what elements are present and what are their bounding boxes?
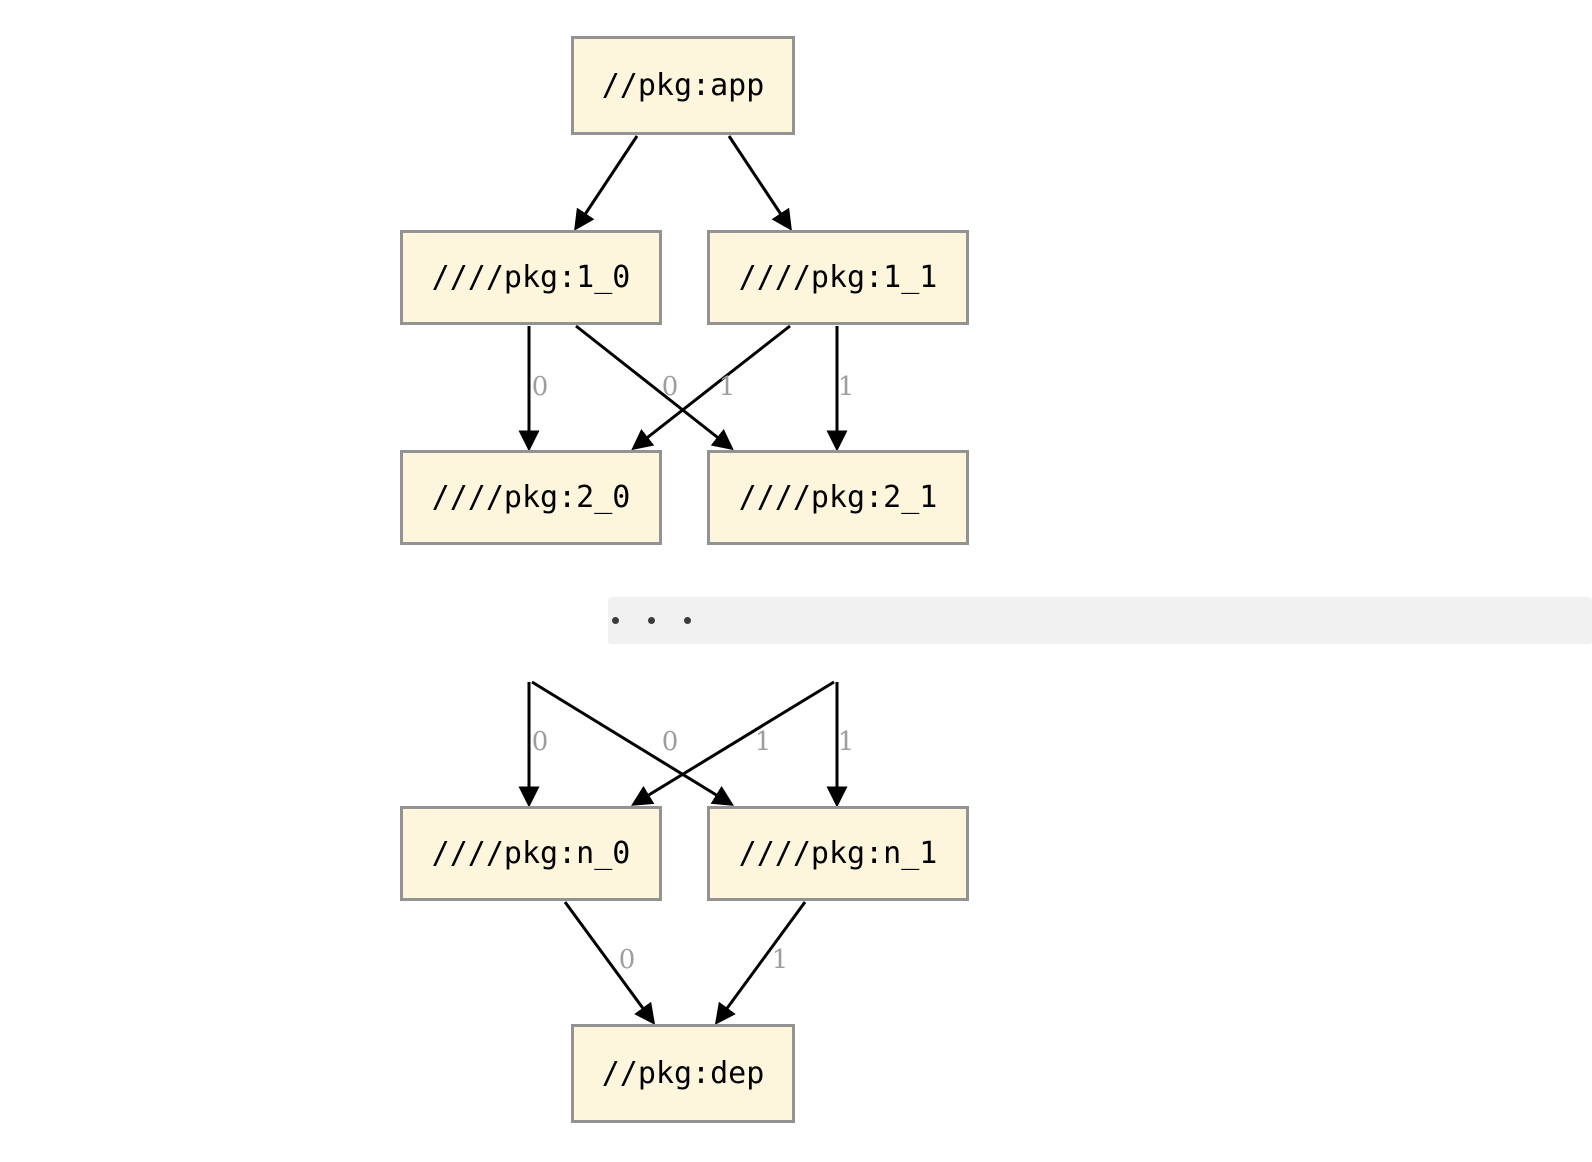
node-label: ////pkg:n_1 [738,836,938,871]
node-label: //pkg:dep [601,1056,765,1091]
edge-upstream-to-ln_0 [631,680,835,806]
node-l1_1[interactable]: ////pkg:1_1 [707,230,969,325]
edge-ln_1-to-dep [714,901,807,1025]
ellipsis-band [608,597,1592,644]
edge-label: 0 [531,372,549,402]
node-dep[interactable]: //pkg:dep [571,1024,795,1123]
edge-label: 1 [837,372,855,402]
ellipsis-dot [612,617,619,624]
ellipsis-dot [684,617,691,624]
edge-app-to-l1_0 [574,135,639,231]
node-l2_0[interactable]: ////pkg:2_0 [400,450,662,545]
node-app[interactable]: //pkg:app [571,36,795,135]
node-label: ////pkg:2_1 [738,480,938,515]
edge-label: 1 [754,727,772,757]
edge-label: 1 [771,945,789,975]
edge-label: 0 [661,727,679,757]
node-ln_0[interactable]: ////pkg:n_0 [400,806,662,901]
node-label: ////pkg:n_0 [431,836,631,871]
node-l2_1[interactable]: ////pkg:2_1 [707,450,969,545]
ellipsis-dots-icon [612,617,691,624]
node-label: //pkg:app [601,68,765,103]
edge-ln_0-to-dep [563,901,656,1025]
ellipsis-dot [648,617,655,624]
node-label: ////pkg:1_0 [431,260,631,295]
edge-label: 1 [837,727,855,757]
edge-l1_0-to-l2_1 [575,324,734,451]
node-label: ////pkg:1_1 [738,260,938,295]
node-ln_1[interactable]: ////pkg:n_1 [707,806,969,901]
edge-upstream-to-ln_1 [531,680,734,806]
edge-app-to-l1_1 [727,135,792,231]
node-l1_0[interactable]: ////pkg:1_0 [400,230,662,325]
edge-label: 1 [718,372,736,402]
edge-l1_1-to-l2_0 [631,324,791,451]
edge-label: 0 [661,372,679,402]
edge-label: 0 [618,945,636,975]
edge-layer [518,135,848,1025]
edge-label: 0 [531,727,549,757]
node-label: ////pkg:2_0 [431,480,631,515]
